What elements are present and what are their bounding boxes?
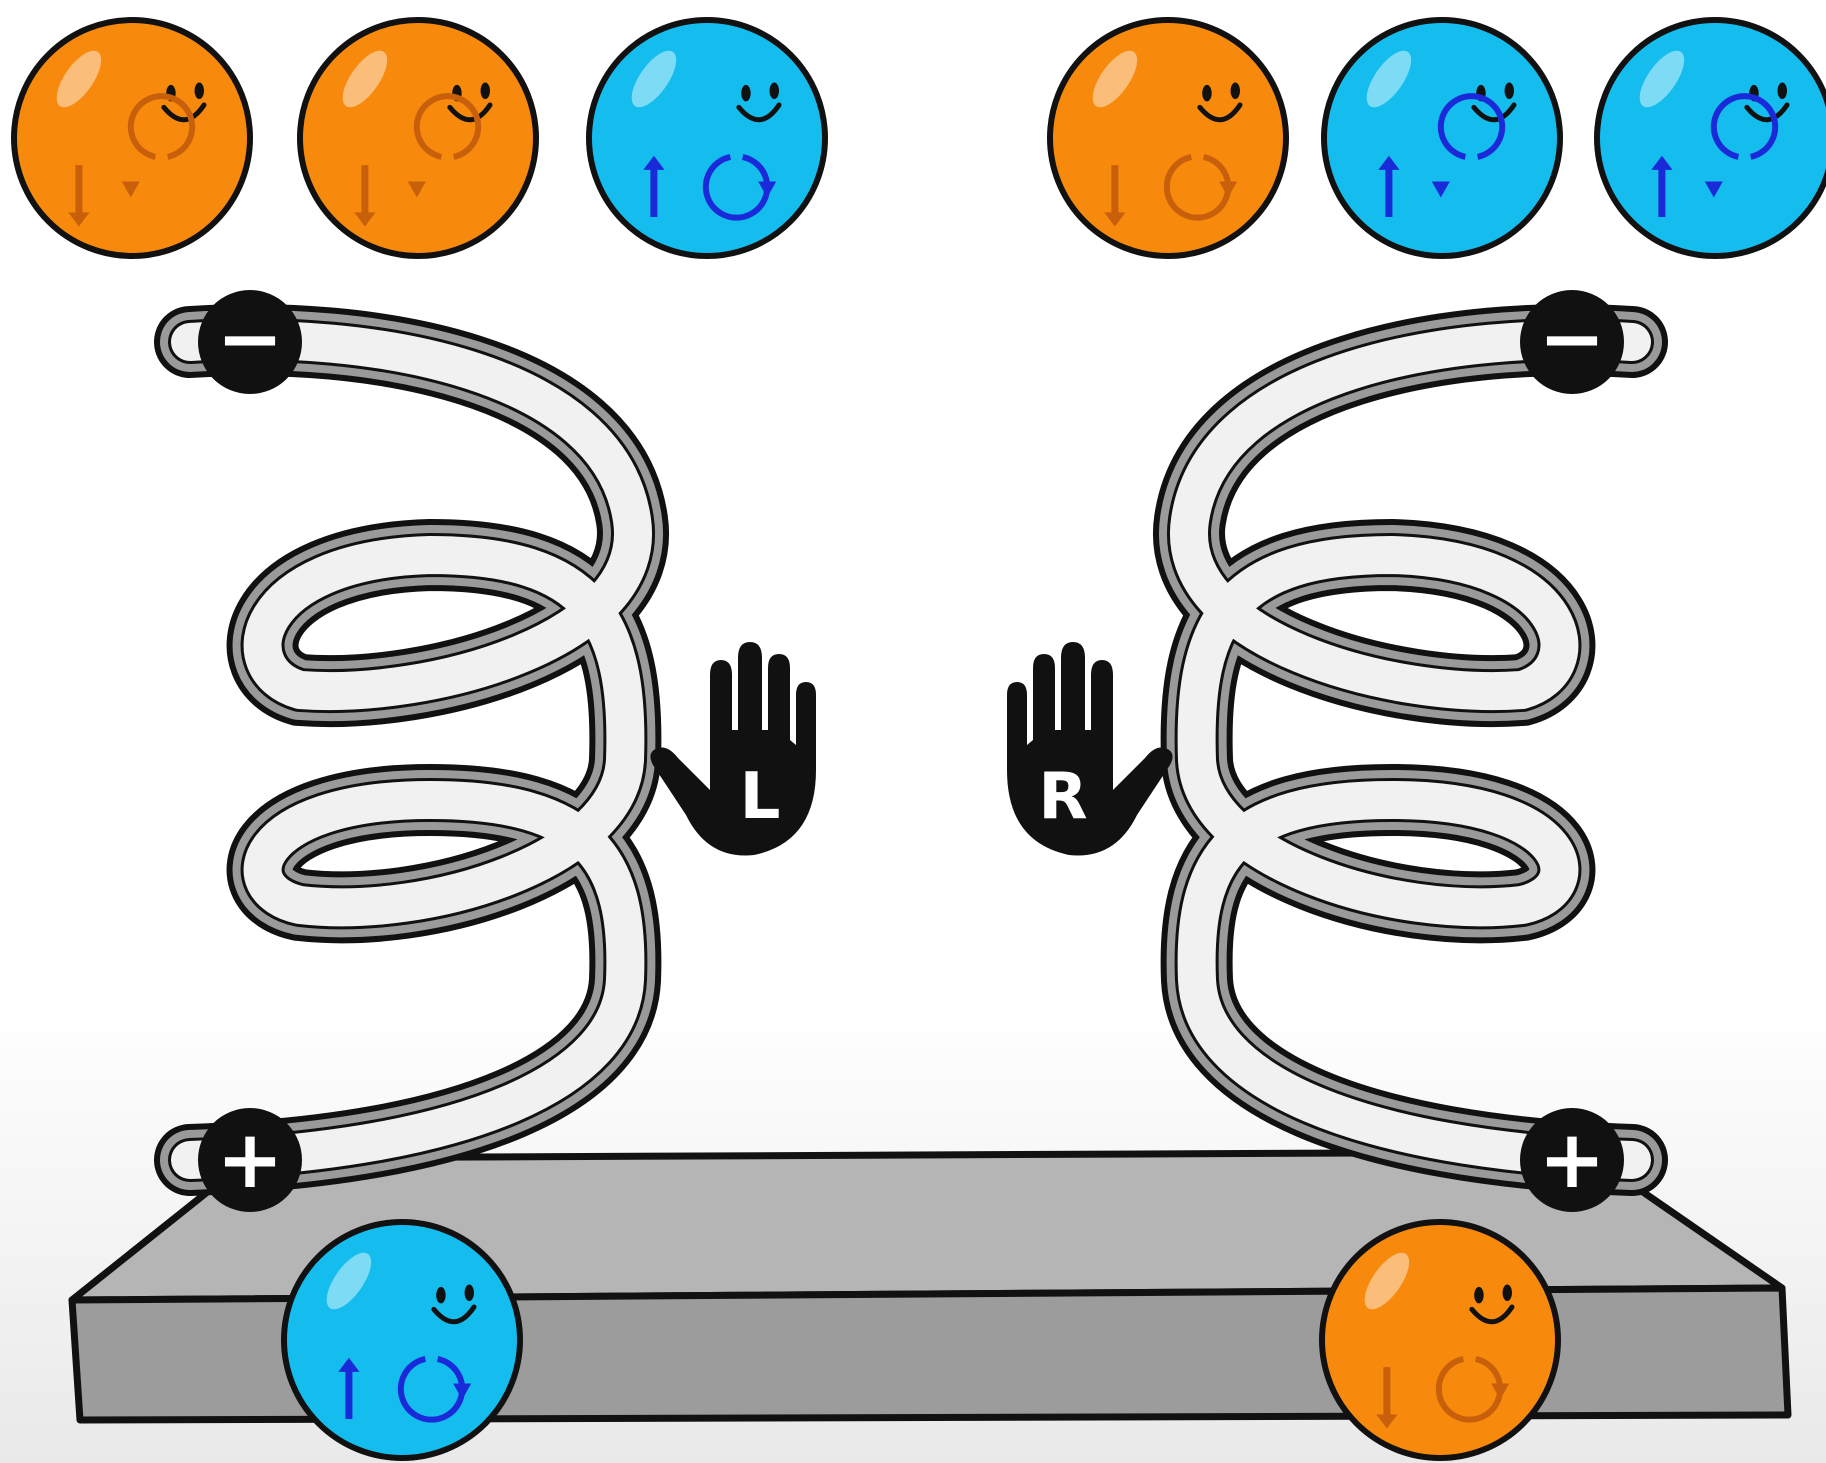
electron-spin-down-icon xyxy=(1322,1222,1558,1458)
pole-minus-label: − xyxy=(216,292,283,385)
electron-ball xyxy=(589,20,825,256)
electron-spin-down-icon xyxy=(1050,20,1286,256)
eye xyxy=(1778,83,1787,100)
eye xyxy=(195,83,204,100)
right-hand-letter: R xyxy=(1038,760,1087,834)
right-bottom-pole: + xyxy=(1520,1108,1624,1212)
electron-spin-up-icon xyxy=(284,1222,520,1458)
right-top-pole: − xyxy=(1520,290,1624,394)
eye xyxy=(770,83,779,100)
eye xyxy=(1202,85,1211,102)
left-top-pole: − xyxy=(198,290,302,394)
eye xyxy=(481,83,490,100)
left-bottom-pole: + xyxy=(198,1108,302,1212)
eye xyxy=(741,85,750,102)
electron-ball xyxy=(1050,20,1286,256)
electron-spin-up-icon xyxy=(1597,20,1826,256)
eye xyxy=(1503,1285,1512,1302)
electron-ball xyxy=(284,1222,520,1458)
pole-plus-label: + xyxy=(216,1113,283,1206)
eye xyxy=(1505,83,1514,100)
electron-ball xyxy=(1597,20,1826,256)
left-hand-letter: L xyxy=(740,760,781,834)
electron-spin-up-icon xyxy=(589,20,825,256)
eye xyxy=(1474,1287,1483,1304)
electron-spin-down-icon xyxy=(14,20,250,256)
eye xyxy=(436,1287,445,1304)
eye xyxy=(1231,83,1240,100)
electron-spin-down-icon xyxy=(300,20,536,256)
electron-spin-up-icon xyxy=(1324,20,1560,256)
pole-minus-label: − xyxy=(1538,292,1605,385)
electron-ball xyxy=(1322,1222,1558,1458)
pole-plus-label: + xyxy=(1538,1113,1605,1206)
eye xyxy=(465,1285,474,1302)
